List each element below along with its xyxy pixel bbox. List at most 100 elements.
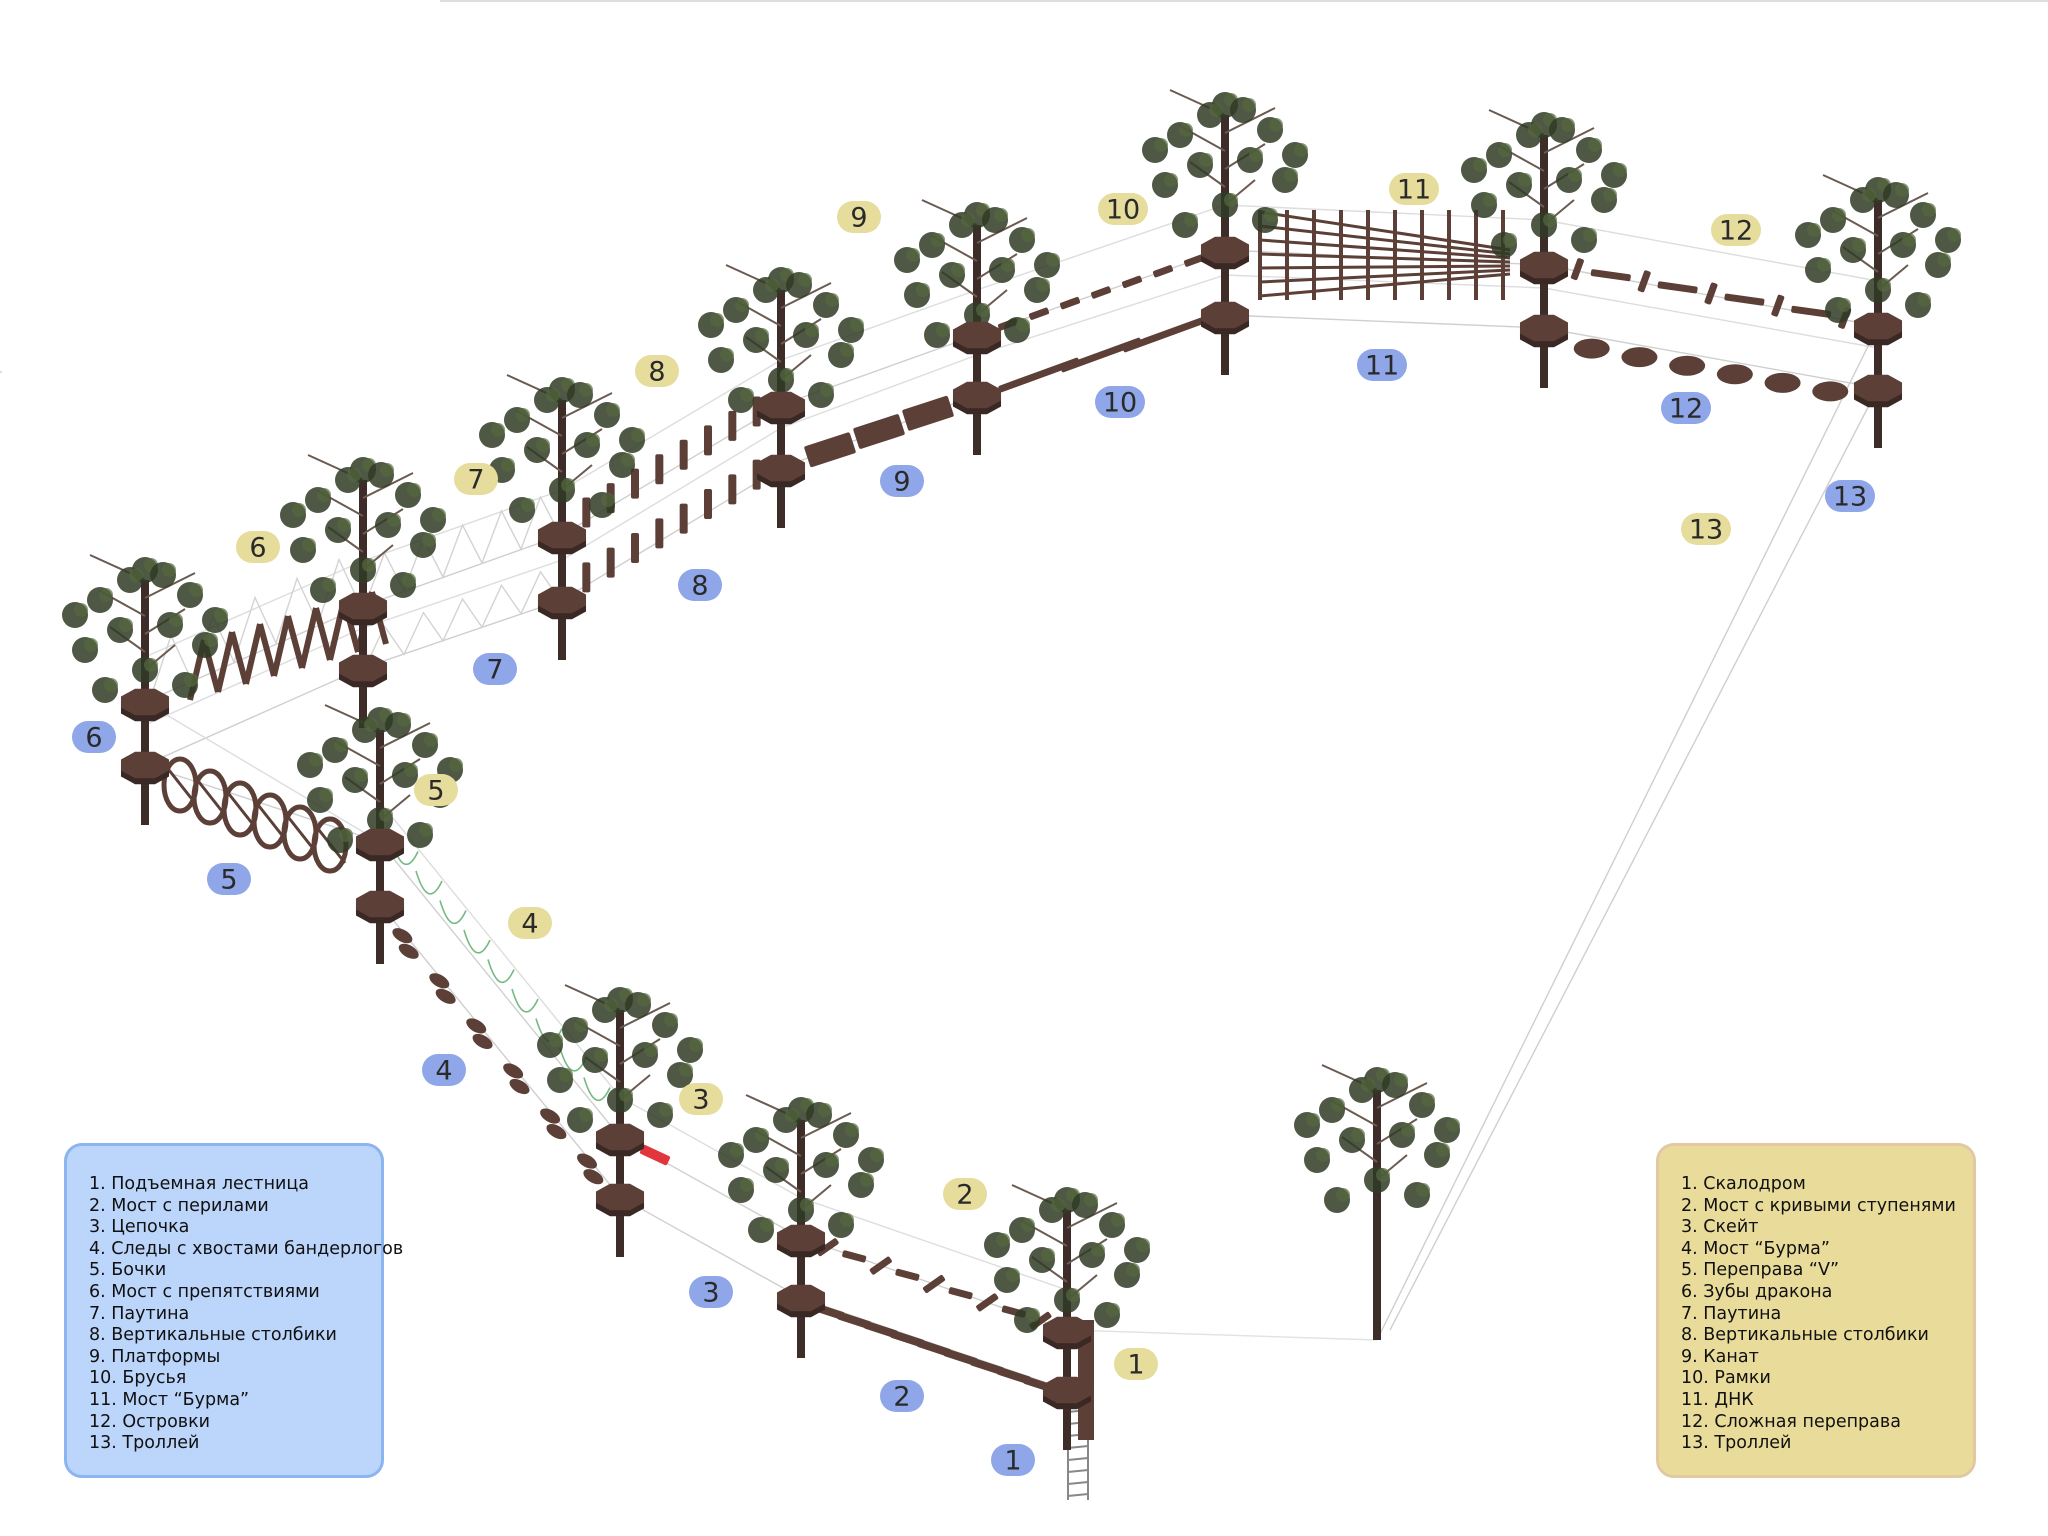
station-label-y10: 10 bbox=[1098, 193, 1148, 226]
station-label-y5: 5 bbox=[414, 774, 458, 807]
tree bbox=[718, 1094, 884, 1358]
legend-yellow-item: 5. Переправа “V” bbox=[1681, 1260, 1840, 1281]
legend-yellow-item: 4. Мост “Бурма” bbox=[1681, 1238, 1830, 1259]
station-label-y4: 4 bbox=[508, 907, 552, 940]
station-label-b1: 1 bbox=[991, 1444, 1035, 1477]
legend-blue-item: 7. Паутина bbox=[89, 1303, 190, 1324]
legend-yellow-item: 2. Мост с кривыми ступенями bbox=[1681, 1195, 1956, 1216]
station-number: 1 bbox=[1127, 1350, 1144, 1381]
legend-blue-item: 8. Вертикальные столбики bbox=[89, 1325, 337, 1346]
tree-platform bbox=[952, 321, 1002, 349]
legend-yellow-item: 6. Зубы дракона bbox=[1681, 1281, 1833, 1302]
station-label-b2: 2 bbox=[880, 1380, 924, 1413]
legend-yellow-item: 10. Рамки bbox=[1681, 1368, 1771, 1389]
station-number: 10 bbox=[1106, 195, 1140, 226]
station-label-y12: 12 bbox=[1711, 214, 1761, 247]
station-number: 3 bbox=[702, 1278, 719, 1309]
tree-platform bbox=[120, 688, 170, 716]
station-label-b4: 4 bbox=[422, 1054, 466, 1087]
station-label-y1: 1 bbox=[1114, 1348, 1158, 1381]
tree-platform bbox=[1853, 374, 1903, 402]
station-label-b6: 6 bbox=[72, 721, 116, 754]
legend-yellow-item: 9. Канат bbox=[1681, 1346, 1759, 1367]
tree-platform bbox=[595, 1183, 645, 1211]
station-number: 8 bbox=[691, 571, 708, 602]
tree-platform bbox=[1042, 1316, 1092, 1344]
tree-platform bbox=[537, 521, 587, 549]
legend-blue-item: 2. Мост с перилами bbox=[89, 1195, 269, 1216]
station-label-y2: 2 bbox=[943, 1178, 987, 1211]
station-number: 13 bbox=[1689, 515, 1723, 546]
station-number: 2 bbox=[893, 1382, 910, 1413]
station-number: 6 bbox=[85, 723, 102, 754]
station-number: 10 bbox=[1103, 388, 1137, 419]
tree-platform bbox=[120, 751, 170, 779]
station-number: 9 bbox=[893, 467, 910, 498]
legend-yellow-item: 1. Скалодром bbox=[1681, 1174, 1806, 1194]
legend-yellow-item: 7. Паутина bbox=[1681, 1303, 1782, 1324]
legend-blue-item: 13. Троллей bbox=[89, 1433, 200, 1454]
legend-yellow-item: 13. Троллей bbox=[1681, 1433, 1792, 1454]
tree bbox=[1294, 1064, 1460, 1340]
legend-blue-item: 10. Брусья bbox=[89, 1368, 187, 1389]
station-number: 6 bbox=[249, 533, 266, 564]
legend-yellow-item: 3. Скейт bbox=[1681, 1217, 1759, 1238]
legend-blue-item: 4. Следы с хвостами бандерлогов bbox=[89, 1238, 404, 1259]
legend-yellow-item: 8. Вертикальные столбики bbox=[1681, 1325, 1929, 1346]
station-label-b12: 12 bbox=[1661, 392, 1711, 425]
station-label-b10: 10 bbox=[1095, 386, 1145, 419]
station-label-y13: 13 bbox=[1681, 513, 1731, 546]
tree bbox=[1461, 109, 1627, 388]
station-number: 12 bbox=[1669, 394, 1703, 425]
station-number: 13 bbox=[1833, 482, 1867, 513]
tree-platform bbox=[355, 890, 405, 918]
tree-platform bbox=[952, 381, 1002, 409]
station-label-b3: 3 bbox=[689, 1276, 733, 1309]
legend-blue-item: 1. Подъемная лестница bbox=[89, 1174, 310, 1194]
station-number: 5 bbox=[220, 865, 237, 896]
station-label-y8: 8 bbox=[635, 355, 679, 388]
legend-blue-item: 12. Островки bbox=[89, 1411, 211, 1432]
station-label-b9: 9 bbox=[880, 465, 924, 498]
station-label-y3: 3 bbox=[679, 1083, 723, 1116]
tree bbox=[280, 454, 446, 728]
tree-platform bbox=[1853, 312, 1903, 340]
legend-blue-item: 6. Мост с препятствиями bbox=[89, 1281, 320, 1302]
tree-platform bbox=[776, 1224, 826, 1252]
tree-platform bbox=[756, 391, 806, 419]
tree-platform bbox=[1200, 236, 1250, 264]
station-number: 1 bbox=[1004, 1446, 1021, 1477]
legend-yellow-item: 11. ДНК bbox=[1681, 1389, 1754, 1410]
station-number: 4 bbox=[521, 909, 538, 940]
station-number: 2 bbox=[956, 1180, 973, 1211]
station-label-y6: 6 bbox=[236, 531, 280, 564]
tree-platform bbox=[338, 592, 388, 620]
tree bbox=[984, 1184, 1150, 1450]
legend-blue-item: 9. Платформы bbox=[89, 1346, 221, 1367]
tree bbox=[1795, 174, 1961, 448]
legend-blue-item: 5. Бочки bbox=[89, 1260, 167, 1281]
tree-platform bbox=[1042, 1376, 1092, 1404]
station-label-b11: 11 bbox=[1357, 349, 1407, 382]
trees bbox=[62, 89, 1961, 1450]
tree-platform bbox=[537, 586, 587, 614]
tree-platform bbox=[355, 828, 405, 856]
station-label-b5: 5 bbox=[207, 863, 251, 896]
platforms bbox=[120, 236, 1903, 1410]
legend-yellow-item: 12. Сложная переправа bbox=[1681, 1411, 1901, 1432]
tree-platform bbox=[1200, 301, 1250, 329]
station-number: 5 bbox=[427, 776, 444, 807]
legend-blue-item: 3. Цепочка bbox=[89, 1217, 190, 1238]
tree bbox=[1142, 89, 1308, 375]
station-label-b7: 7 bbox=[473, 653, 517, 686]
tree-platform bbox=[595, 1123, 645, 1151]
station-label-y9: 9 bbox=[837, 201, 881, 234]
station-label-y11: 11 bbox=[1389, 173, 1439, 206]
station-number: 12 bbox=[1719, 216, 1753, 247]
station-number: 7 bbox=[467, 465, 484, 496]
